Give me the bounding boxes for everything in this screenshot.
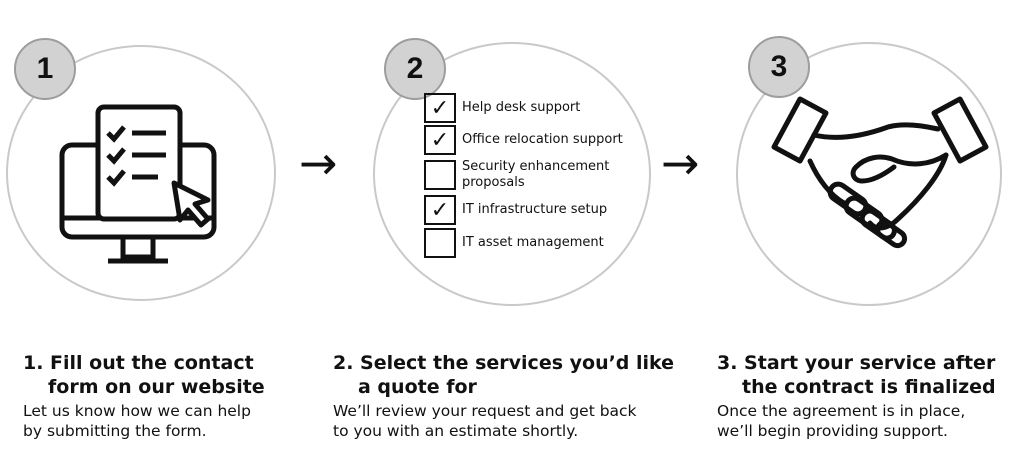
service-option-security-enhancement[interactable]: Security enhancement proposals	[424, 159, 622, 191]
handshake-icon	[771, 96, 989, 249]
check-icon: ✓	[430, 127, 450, 153]
check-icon: ✓	[430, 197, 450, 223]
service-label-it-infrastructure: IT infrastructure setup	[462, 202, 608, 217]
step-1-description: Let us know how we can help by submittin…	[23, 401, 323, 441]
step-1-title-line2: form on our website	[48, 376, 265, 398]
checkbox-office-relocation[interactable]: ✓	[424, 125, 456, 155]
arrow-right-icon: →	[299, 136, 338, 190]
step-1-text: 1. Fill out the contact form on our webs…	[23, 351, 323, 441]
step-1-number: 1	[36, 52, 54, 85]
step-3-title: 3. Start your service after the contract…	[717, 351, 1017, 399]
step-1-title: 1. Fill out the contact form on our webs…	[23, 351, 323, 399]
step-2-desc-line2: to you with an estimate shortly.	[333, 422, 579, 440]
step-2-number-badge: 2	[384, 38, 446, 100]
step-3-number: 3	[770, 50, 788, 83]
step-1-desc-line1: Let us know how we can help	[23, 402, 251, 420]
service-option-it-infrastructure[interactable]: ✓ IT infrastructure setup	[424, 195, 607, 225]
service-label-help-desk: Help desk support	[462, 100, 581, 115]
step-1-number-badge: 1	[14, 38, 76, 100]
service-label-security-enhancement: Security enhancement proposals	[462, 159, 610, 190]
service-label-it-asset-management: IT asset management	[462, 235, 604, 250]
step-2-text: 2. Select the services you’d like a quot…	[333, 351, 683, 441]
service-option-it-asset-management[interactable]: IT asset management	[424, 228, 604, 258]
step-3-text: 3. Start your service after the contract…	[717, 351, 1017, 441]
step-2-description: We’ll review your request and get back t…	[333, 401, 683, 441]
step-2-desc-line1: We’ll review your request and get back	[333, 402, 637, 420]
monitor-checklist-cursor-icon	[59, 104, 217, 264]
checkbox-it-infrastructure[interactable]: ✓	[424, 195, 456, 225]
checkbox-help-desk[interactable]: ✓	[424, 93, 456, 123]
check-icon: ✓	[430, 95, 450, 121]
service-option-help-desk[interactable]: ✓ Help desk support	[424, 93, 580, 123]
step-3-desc-line1: Once the agreement is in place,	[717, 402, 966, 420]
arrow-right-icon: →	[661, 136, 700, 190]
step-3-title-line1: 3. Start your service after	[717, 352, 996, 374]
step-3-desc-line2: we’ll begin providing support.	[717, 422, 948, 440]
step-2-title-line1: 2. Select the services you’d like	[333, 352, 675, 374]
step-2-number: 2	[406, 52, 424, 85]
step-1-title-line1: 1. Fill out the contact	[23, 352, 254, 374]
step-3-number-badge: 3	[748, 36, 810, 98]
step-2-title-line2: a quote for	[358, 376, 477, 398]
service-option-office-relocation[interactable]: ✓ Office relocation support	[424, 125, 623, 155]
step-1-desc-line2: by submitting the form.	[23, 422, 207, 440]
checkbox-it-asset-management[interactable]	[424, 228, 456, 258]
checkbox-security-enhancement[interactable]	[424, 160, 456, 190]
step-2-title: 2. Select the services you’d like a quot…	[333, 351, 683, 399]
step-3-title-line2: the contract is finalized	[742, 376, 996, 398]
service-label-office-relocation: Office relocation support	[462, 132, 623, 147]
step-3-description: Once the agreement is in place, we’ll be…	[717, 401, 1017, 441]
